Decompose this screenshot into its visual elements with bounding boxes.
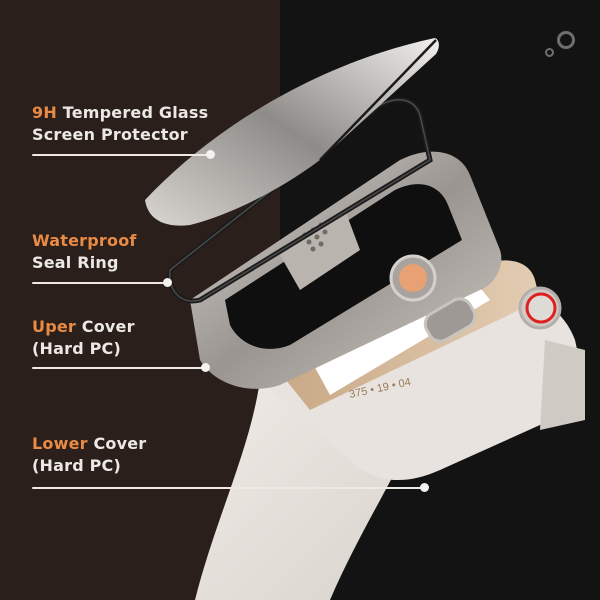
leader-line-seal	[32, 282, 167, 284]
leader-dot-upper	[201, 363, 210, 372]
lower-cover	[260, 294, 585, 481]
label-tempered-glass: 9H Tempered Glass Screen Protector	[32, 103, 209, 144]
leader-dot-lower	[420, 483, 429, 492]
label-accent: 9H	[32, 103, 57, 122]
bubble-small-icon	[545, 48, 554, 57]
label-accent: Lower	[32, 434, 88, 453]
label-seal-ring: Waterproof Seal Ring	[32, 231, 137, 272]
leader-dot-seal	[163, 278, 172, 287]
leader-line-glass	[32, 154, 210, 156]
upper-cover	[190, 151, 502, 389]
leader-line-upper	[32, 367, 206, 369]
label-accent: Waterproof	[32, 231, 137, 250]
label-upper-cover: Uper Cover (Hard PC)	[32, 317, 135, 358]
tempered-glass	[145, 38, 439, 226]
bubble-large-icon	[557, 31, 575, 49]
seal-ring	[167, 97, 433, 304]
leader-line-lower	[32, 487, 424, 489]
label-accent: Uper	[32, 317, 76, 336]
leader-dot-glass	[206, 150, 215, 159]
digital-crown	[518, 286, 562, 330]
label-lower-cover: Lower Cover (Hard PC)	[32, 434, 147, 475]
